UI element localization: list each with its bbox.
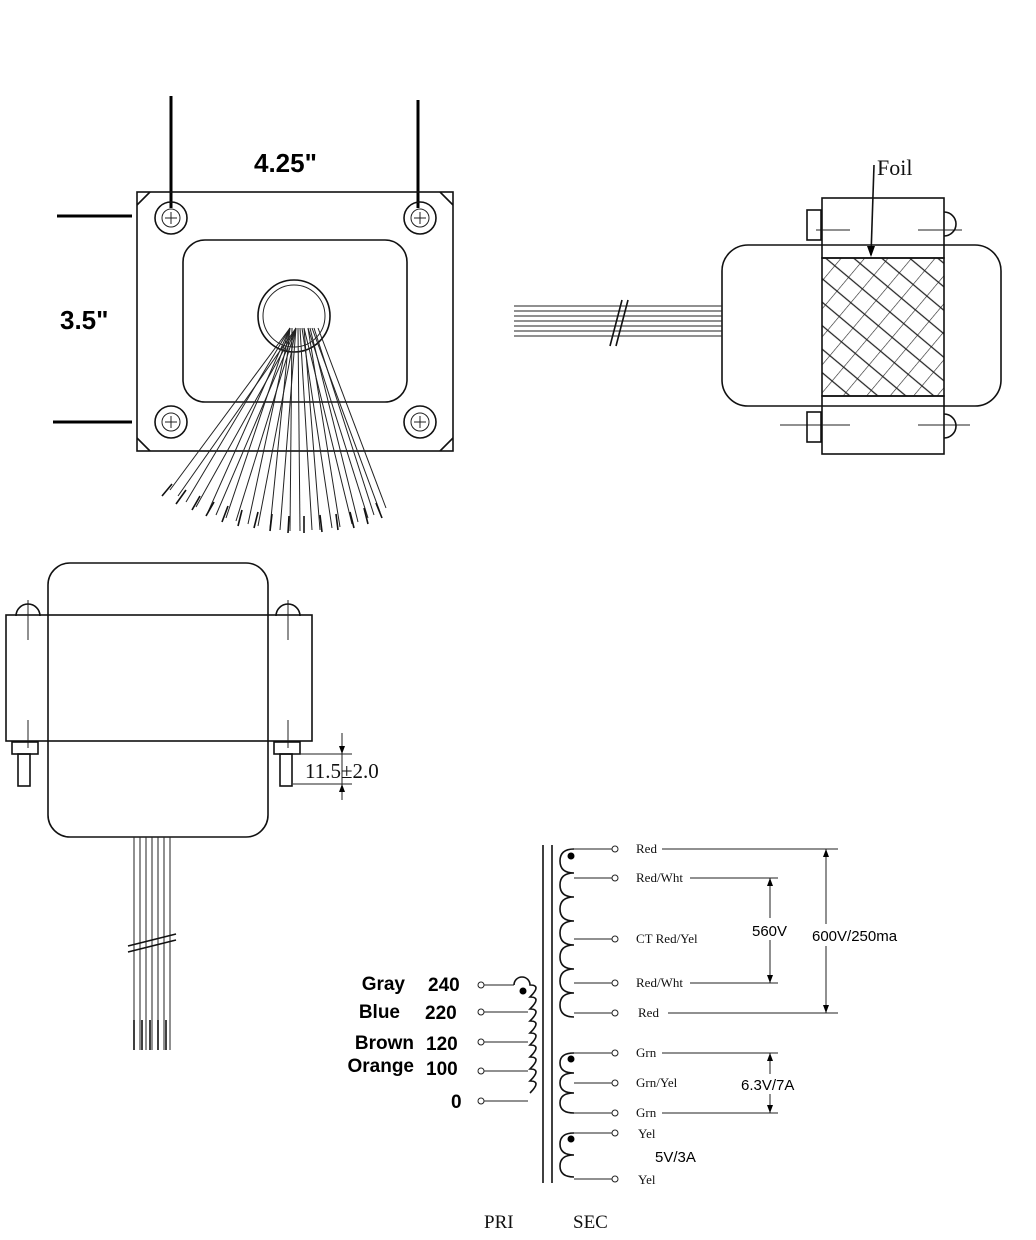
fil-rating: 6.3V/7A (741, 1077, 794, 1094)
filament-winding (559, 1052, 575, 1114)
phase-dot (567, 1135, 575, 1143)
hv-lead-2: Red/Wht (636, 870, 683, 885)
side-view-foil: Foil (514, 155, 1002, 455)
width-label: 4.25" (254, 148, 317, 178)
pri-color-4: Orange (347, 1056, 414, 1077)
frame-outline (136, 191, 454, 452)
bolt-icon (403, 201, 437, 235)
stud-length-label: 11.5±2.0 (305, 759, 379, 783)
wiring-schematic: Gray Blue Brown Orange 240 220 120 100 0 (347, 841, 910, 1233)
fil-lead-2: Grn/Yel (636, 1075, 678, 1090)
hv-lead-1: Red (636, 841, 657, 856)
primary-winding (513, 976, 537, 1094)
primary-labels: Gray Blue Brown Orange 240 220 120 100 0 (347, 974, 461, 1113)
primary-terminals (477, 981, 528, 1105)
height-label: 3.5" (60, 305, 108, 335)
foil-wrap (821, 257, 945, 397)
bolt-icon (154, 405, 188, 439)
fil-lead-1: Grn (636, 1045, 657, 1060)
pri-voltage-3: 120 (426, 1034, 458, 1055)
core-frame (5, 614, 313, 742)
pri-color-2: Blue (359, 1002, 400, 1023)
pri-color-1: Gray (362, 974, 406, 995)
phase-dot (519, 987, 527, 995)
fil-lead-3: Grn (636, 1105, 657, 1120)
lead-bundle-front (127, 837, 177, 1050)
bell-housing-front (47, 562, 269, 838)
pri-label: PRI (484, 1212, 514, 1233)
lead-hole (257, 279, 331, 353)
hv-ct-rating: 560V (752, 923, 787, 940)
foil-label: Foil (877, 155, 912, 180)
pri-voltage-2: 220 (425, 1003, 457, 1024)
pri-voltage-5: 0 (451, 1092, 462, 1113)
pri-voltage-1: 240 (428, 975, 460, 996)
front-view: 11.5±2.0 (5, 562, 379, 1050)
phase-dot (567, 852, 575, 860)
phase-dot (567, 1055, 575, 1063)
top-view: 4.25" 3.5" (53, 96, 454, 534)
lead-bundle (514, 299, 722, 347)
hv-lead-4: Red/Wht (636, 975, 683, 990)
lead-wires-fan (161, 327, 387, 534)
hv-lead-5: Red (638, 1005, 659, 1020)
sec-label: SEC (573, 1212, 608, 1233)
core-window (182, 239, 408, 403)
rect-rating: 5V/3A (655, 1149, 696, 1166)
rect-lead-1: Yel (638, 1126, 656, 1141)
hv-winding (559, 848, 575, 1018)
hv-rating: 600V/250ma (812, 928, 898, 945)
pri-voltage-4: 100 (426, 1059, 458, 1080)
bolt-icon (154, 201, 188, 235)
pri-color-3: Brown (355, 1033, 414, 1054)
rect-lead-2: Yel (638, 1172, 656, 1187)
bolt-icon (403, 405, 437, 439)
hv-terminals (574, 845, 619, 1017)
rectifier-winding (559, 1132, 575, 1178)
hv-lead-3: CT Red/Yel (636, 931, 698, 946)
